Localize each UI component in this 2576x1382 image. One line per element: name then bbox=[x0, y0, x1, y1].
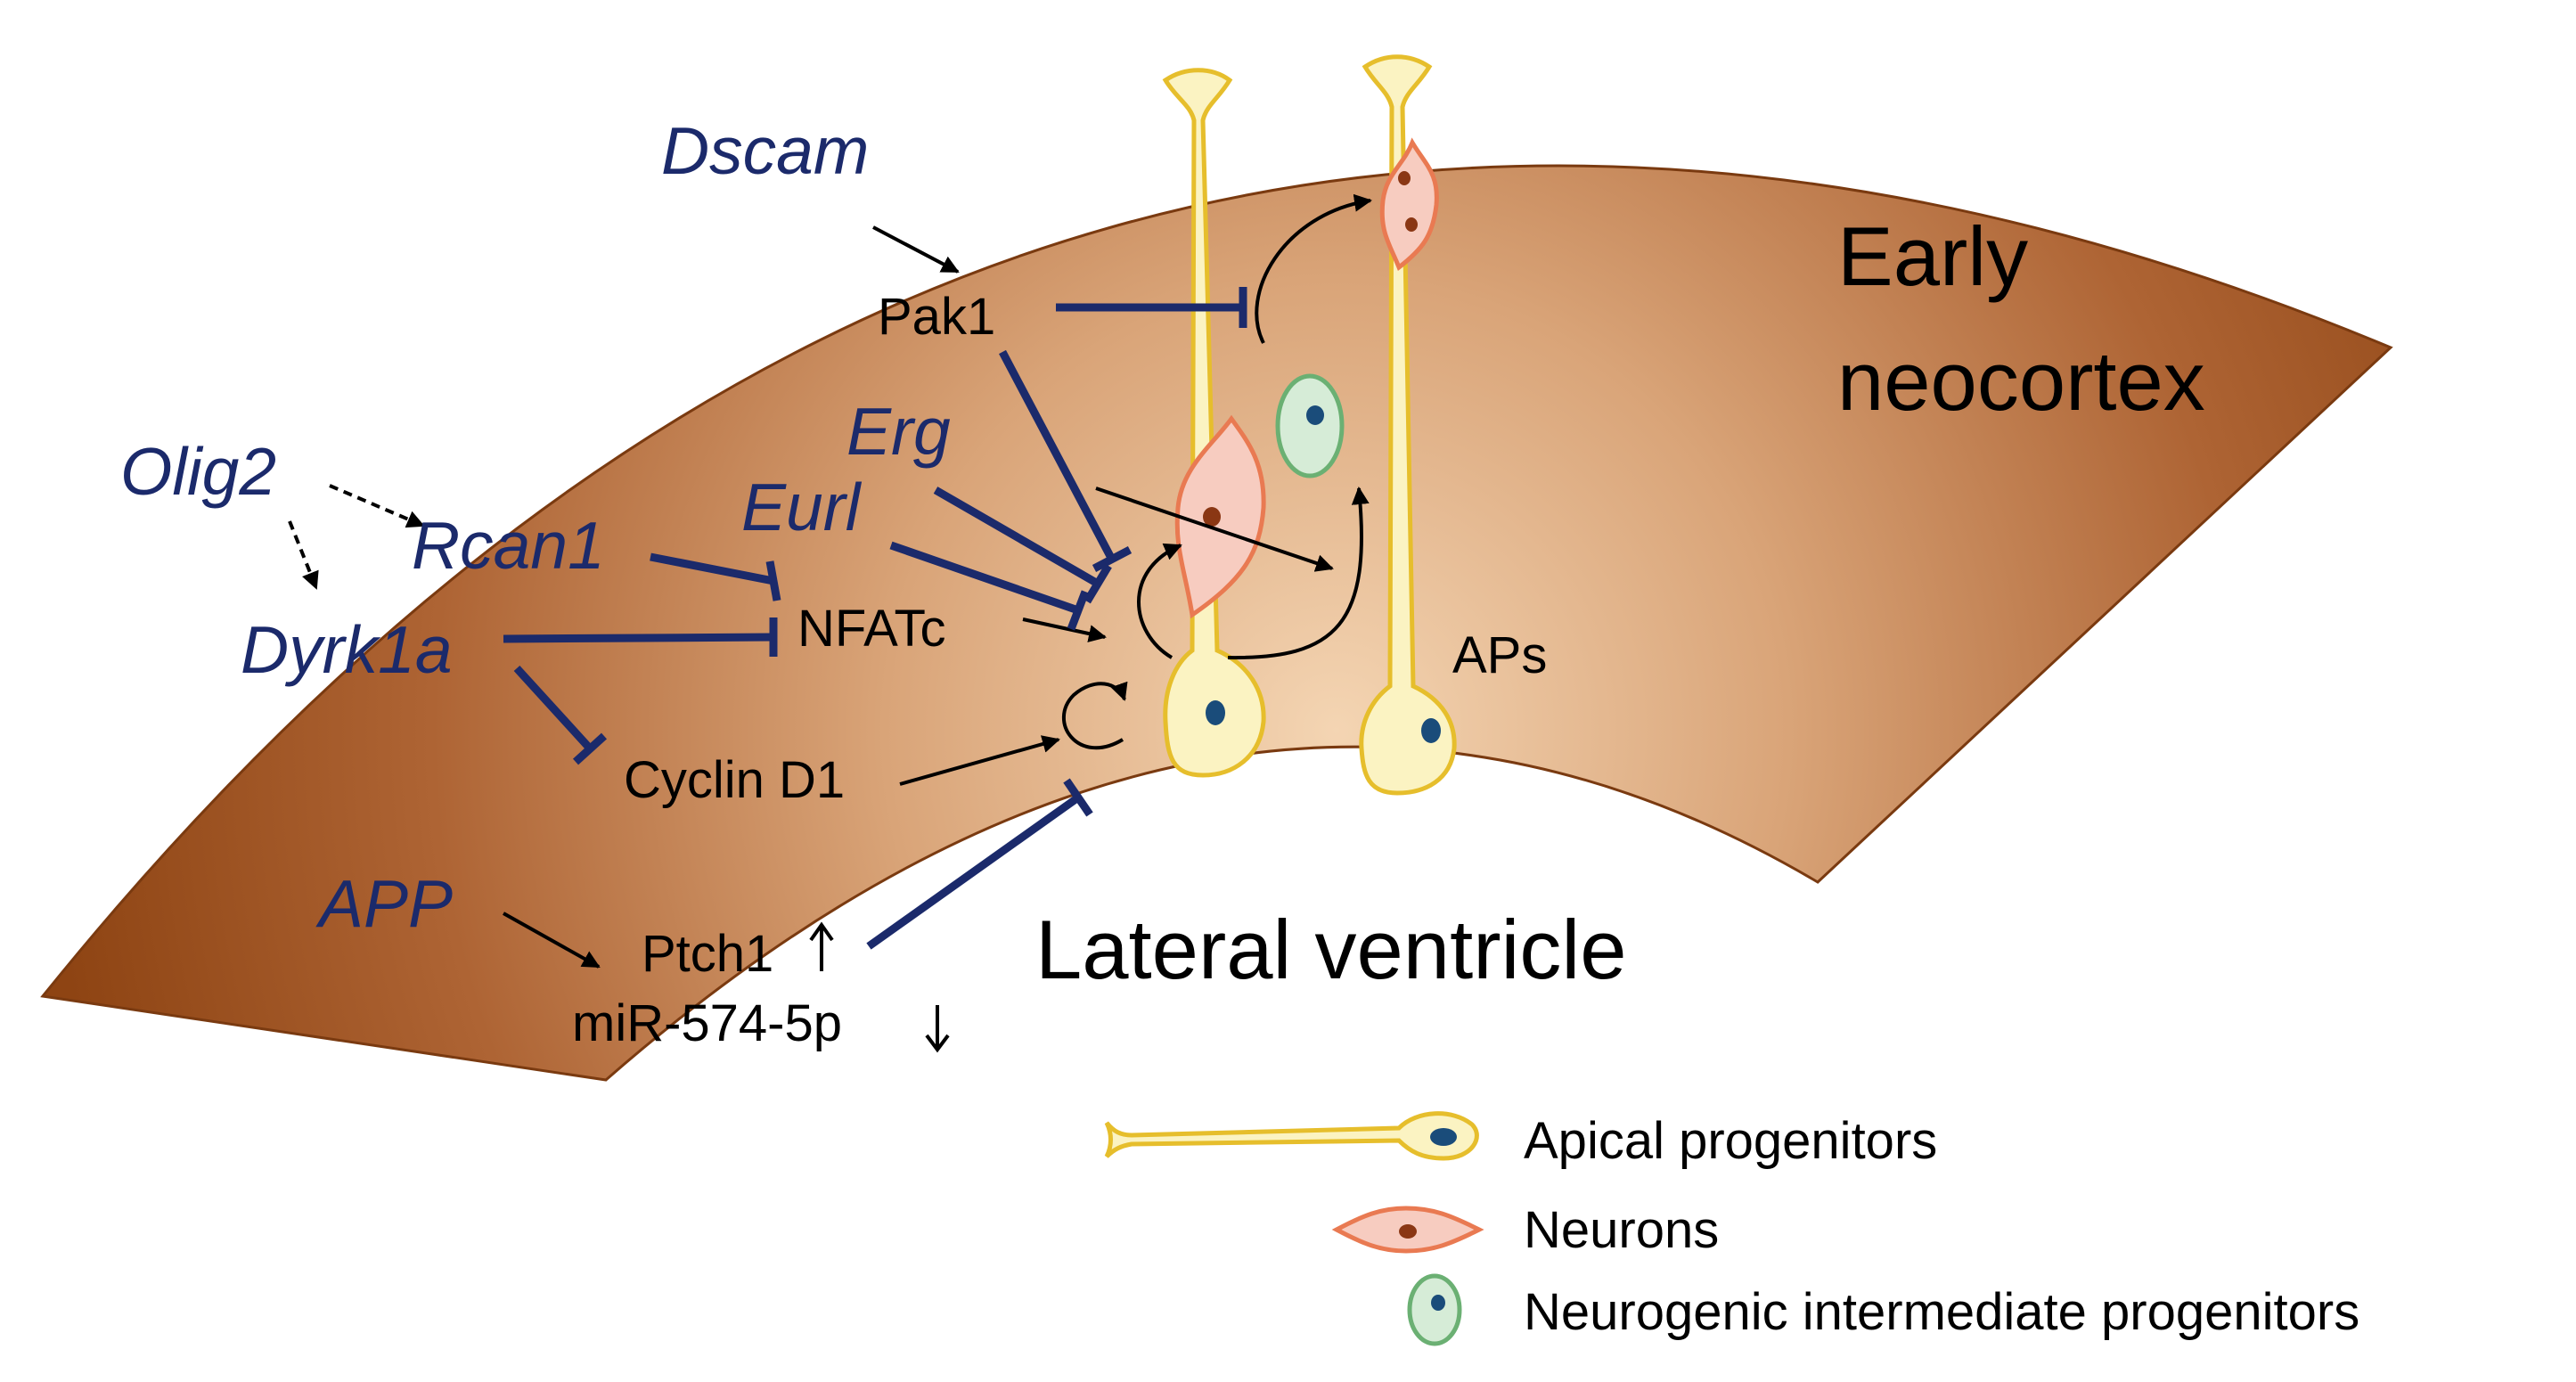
gene-dyrk1a: Dyrk1a bbox=[241, 612, 453, 687]
label-cyclin-d1: Cyclin D1 bbox=[624, 751, 845, 809]
neuron-middle bbox=[1174, 414, 1266, 619]
apical-progenitor-1 bbox=[1162, 68, 1266, 778]
legend-apical-icon bbox=[1104, 1111, 1479, 1161]
gene-rcan1: Rcan1 bbox=[412, 508, 605, 583]
legend-apical-label: Apical progenitors bbox=[1524, 1112, 1937, 1170]
legend-neuron-icon bbox=[1331, 1206, 1484, 1254]
legend-ip-icon bbox=[1407, 1273, 1462, 1346]
label-ptch1: Ptch1 bbox=[642, 925, 773, 983]
activation-arrows bbox=[288, 193, 1372, 969]
label-lateral-ventricle: Lateral ventricle bbox=[1035, 903, 1627, 996]
label-aps: APs bbox=[1452, 626, 1547, 684]
inhibition-lines bbox=[503, 287, 1247, 950]
down-arrow-icon bbox=[925, 1005, 950, 1053]
gene-app: APP bbox=[315, 866, 453, 941]
gene-olig2: Olig2 bbox=[120, 434, 276, 509]
gene-erg: Erg bbox=[846, 394, 951, 469]
label-nfatc: NFATc bbox=[797, 600, 946, 658]
legend: Apical progenitors Neurons Neurogenic in… bbox=[1104, 1111, 2359, 1346]
label-neocortex: neocortex bbox=[1837, 334, 2205, 428]
gene-dscam: Dscam bbox=[661, 113, 869, 188]
legend-neurons-label: Neurons bbox=[1524, 1201, 1719, 1259]
apical-progenitor-2 bbox=[1359, 54, 1457, 796]
gene-eurl: Eurl bbox=[741, 470, 863, 544]
label-early: Early bbox=[1837, 209, 2028, 303]
up-arrow-icon bbox=[809, 921, 834, 971]
label-pak1: Pak1 bbox=[878, 288, 995, 346]
intermediate-progenitor bbox=[1275, 373, 1345, 478]
neuron-top bbox=[1379, 137, 1439, 271]
legend-ip-label: Neurogenic intermediate progenitors bbox=[1524, 1283, 2359, 1341]
label-mir: miR-574-5p bbox=[572, 994, 842, 1052]
